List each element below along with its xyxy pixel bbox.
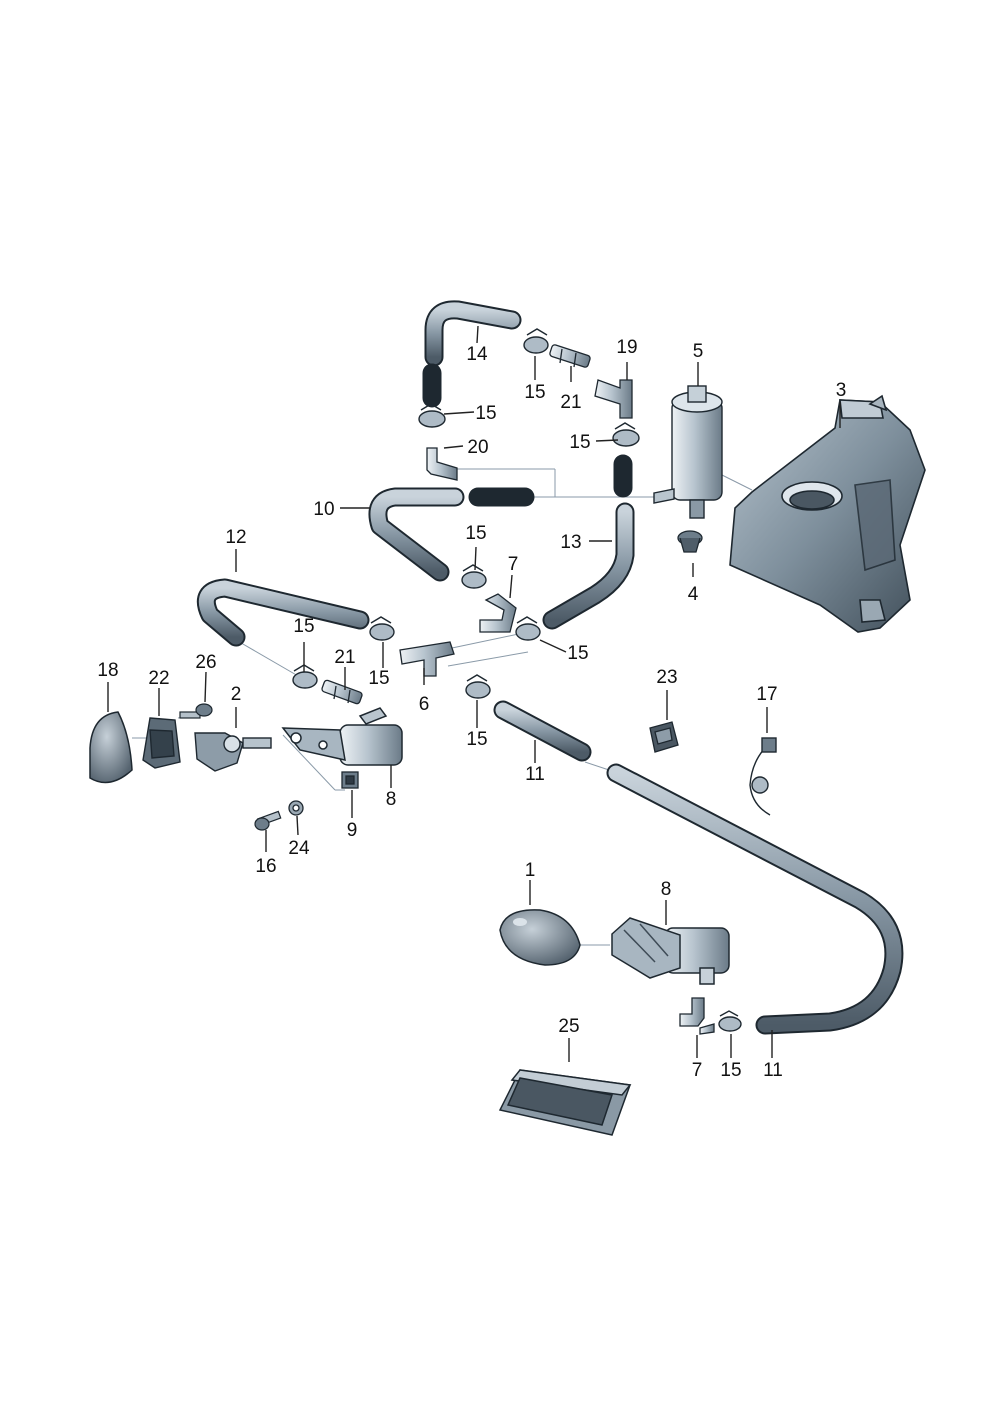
callout-15-g: 15 xyxy=(293,616,314,637)
washer-pump-5 xyxy=(653,385,723,519)
cover-22 xyxy=(142,717,181,769)
hose-11 xyxy=(493,700,904,1035)
callout-18: 18 xyxy=(97,660,118,681)
callout-4: 4 xyxy=(688,584,699,605)
callout-13: 13 xyxy=(560,532,581,553)
grommet-4 xyxy=(677,530,703,553)
callout-9: 9 xyxy=(347,820,358,841)
callout-17: 17 xyxy=(756,684,777,705)
screw-26 xyxy=(179,703,213,719)
hose-12 xyxy=(196,578,370,647)
callout-11-lower: 11 xyxy=(763,1060,783,1081)
callout-labels: 1 2 3 4 5 6 7 7 8 8 9 10 11 11 12 13 14 … xyxy=(97,337,846,1081)
callout-12: 12 xyxy=(225,527,246,548)
callout-7-upper: 7 xyxy=(508,554,519,575)
callout-8-left: 8 xyxy=(386,789,397,810)
callout-21-upper: 21 xyxy=(560,392,581,413)
callout-3: 3 xyxy=(836,380,847,401)
nut-9 xyxy=(341,771,359,789)
connector-21-upper xyxy=(549,344,591,368)
callout-15-h: 15 xyxy=(466,729,487,750)
callout-24: 24 xyxy=(288,838,310,859)
callout-15-d: 15 xyxy=(465,523,486,544)
callout-15-c: 15 xyxy=(569,432,590,453)
callout-11-upper: 11 xyxy=(525,764,545,785)
callout-1: 1 xyxy=(525,860,536,881)
bolt-16 xyxy=(254,810,282,831)
washer-jet-8-left xyxy=(281,707,403,766)
hose-14 xyxy=(422,300,522,408)
elbow-connector-7-lower xyxy=(679,997,715,1035)
callout-23: 23 xyxy=(656,667,677,688)
t-connector-6 xyxy=(399,641,455,677)
callout-19: 19 xyxy=(616,337,637,358)
callout-10: 10 xyxy=(313,499,334,520)
callout-21-lower: 21 xyxy=(334,647,355,668)
callout-14: 14 xyxy=(466,344,488,365)
nozzle-cover-1 xyxy=(499,909,581,966)
callout-15-b: 15 xyxy=(475,403,496,424)
elbow-connector-19 xyxy=(594,379,633,419)
nozzle-2 xyxy=(194,732,272,772)
callout-15-f: 15 xyxy=(368,668,389,689)
callout-15-a: 15 xyxy=(524,382,545,403)
connector-21-lower xyxy=(321,679,363,705)
elbow-connector-7 xyxy=(479,593,517,633)
callout-5: 5 xyxy=(693,341,704,362)
callout-26: 26 xyxy=(195,652,216,673)
callout-6: 6 xyxy=(419,694,430,715)
bracket-17 xyxy=(749,737,777,816)
callout-16: 16 xyxy=(255,856,276,877)
leader-lines xyxy=(107,325,841,1062)
callout-15-i: 15 xyxy=(720,1060,741,1081)
bracket-25 xyxy=(498,1069,632,1136)
callout-22: 22 xyxy=(148,668,169,689)
cap-18 xyxy=(89,711,133,784)
callout-15-e: 15 xyxy=(567,643,588,664)
callout-8-lower: 8 xyxy=(661,879,672,900)
callout-25: 25 xyxy=(558,1016,579,1037)
elbow-connector-20 xyxy=(426,447,458,481)
washer-jet-8-lower xyxy=(611,917,730,985)
callout-2: 2 xyxy=(231,684,242,705)
callout-20: 20 xyxy=(467,437,488,458)
hose-13 xyxy=(542,454,635,630)
washer-24 xyxy=(288,800,304,816)
hose-clamp xyxy=(292,328,742,1032)
callout-7-lower: 7 xyxy=(692,1060,703,1081)
washer-reservoir-3 xyxy=(729,394,926,633)
clip-23 xyxy=(649,721,679,753)
hose-10 xyxy=(368,487,535,582)
